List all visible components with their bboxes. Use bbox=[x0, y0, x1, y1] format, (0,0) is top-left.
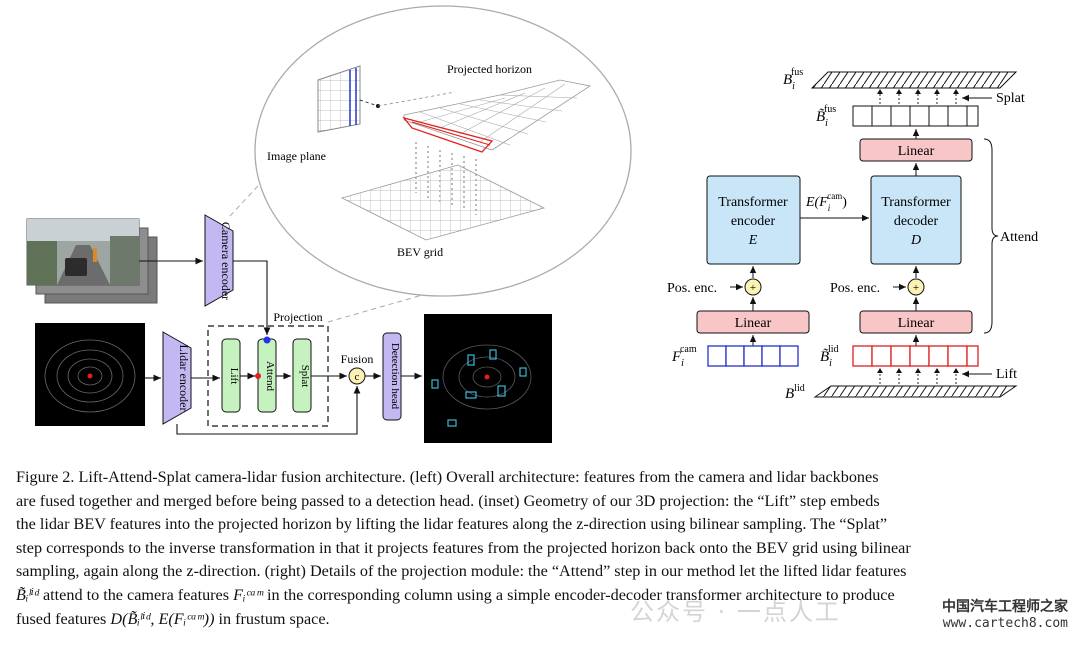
bev-grid bbox=[340, 164, 546, 241]
linear-left bbox=[696, 310, 810, 334]
lift-block-label: Lift bbox=[228, 368, 240, 385]
caption-line: Figure 2. Lift-Attend-Splat camera-lidar… bbox=[16, 468, 879, 486]
b-tilde-lid-label: B̃ilid bbox=[820, 344, 839, 369]
splat-block-label: Splat bbox=[299, 365, 311, 388]
splat-label: Splat bbox=[996, 91, 1025, 106]
linear-top bbox=[859, 138, 973, 162]
camera-images bbox=[26, 218, 158, 304]
left-connectors bbox=[139, 257, 422, 435]
watermark-url: www.cartech8.com bbox=[942, 616, 1068, 631]
inset-geometry: Projected horizon Image plane BEV grid bbox=[229, 5, 632, 323]
projection-module: Projection Lift Attend Splat bbox=[207, 310, 329, 427]
transformer-encoder bbox=[706, 175, 801, 265]
image-plane-label: Image plane bbox=[267, 149, 326, 163]
svg-text:c: c bbox=[355, 371, 360, 383]
b-lid-label: Blid bbox=[785, 383, 805, 402]
site-watermark: 中国汽车工程师之家 www.cartech8.com bbox=[942, 596, 1068, 631]
pos-enc-left-label: Pos. enc. bbox=[667, 281, 717, 296]
svg-text:+: + bbox=[750, 282, 756, 294]
b-lid-bar bbox=[813, 385, 1018, 398]
architecture-figure: Camera encoder Lidar encoder Projection … bbox=[26, 5, 1038, 443]
b-fus-bar bbox=[810, 71, 1018, 89]
caption-line: B̃ᵢˡⁱᵈ attend to the camera features Fᵢᶜ… bbox=[16, 585, 895, 604]
caption-line: fused features D(B̃ᵢˡⁱᵈ, E(Fᵢᶜᵃᵐ)) in fr… bbox=[16, 609, 330, 628]
b-tilde-fus-row bbox=[852, 105, 979, 127]
e-f-cam-label: E(Ficam) bbox=[805, 191, 847, 213]
detection-output bbox=[424, 314, 552, 443]
svg-text:encoder: encoder bbox=[731, 214, 776, 229]
svg-text:Linear: Linear bbox=[898, 144, 935, 159]
caption-line: the lidar BEV features into the projecte… bbox=[16, 515, 888, 534]
detection-head-label: Detection head bbox=[389, 343, 401, 410]
figure-caption: Figure 2. Lift-Attend-Splat camera-lidar… bbox=[16, 466, 1068, 631]
transformer-decoder bbox=[870, 175, 962, 265]
watermark-title: 中国汽车工程师之家 bbox=[942, 599, 1068, 615]
lift-label: Lift bbox=[996, 367, 1017, 382]
b-tilde-lid-row bbox=[852, 345, 979, 367]
projected-horizon-surface bbox=[402, 79, 592, 153]
lidar-encoder: Lidar encoder bbox=[162, 331, 192, 425]
svg-text:Transformer: Transformer bbox=[718, 195, 788, 210]
camera-encoder-label: Camera encoder bbox=[219, 222, 233, 300]
lidar-encoder-label: Lidar encoder bbox=[177, 345, 191, 412]
fusion-label: Fusion bbox=[341, 352, 374, 366]
f-cam-label: Ficam bbox=[671, 344, 697, 369]
svg-text:Linear: Linear bbox=[735, 316, 772, 331]
caption-line: are fused together and merged before bei… bbox=[16, 491, 880, 510]
pos-enc-right-label: Pos. enc. bbox=[830, 281, 880, 296]
svg-text:D: D bbox=[910, 233, 921, 248]
attend-brace bbox=[983, 138, 999, 334]
plus-left bbox=[744, 278, 762, 296]
projected-horizon-label: Projected horizon bbox=[447, 62, 532, 76]
camera-encoder: Camera encoder bbox=[204, 214, 234, 307]
svg-text:E: E bbox=[748, 233, 758, 248]
svg-text:+: + bbox=[913, 282, 919, 294]
svg-text:decoder: decoder bbox=[894, 214, 939, 229]
attend-label: Attend bbox=[1000, 230, 1038, 245]
b-fus-label: Bifus bbox=[783, 67, 803, 92]
attend-block-label: Attend bbox=[264, 361, 276, 391]
fusion-node: c Fusion bbox=[341, 352, 374, 385]
detection-head: Detection head bbox=[382, 332, 402, 421]
lidar-bev-input bbox=[35, 323, 145, 426]
linear-right bbox=[859, 310, 973, 334]
svg-text:Linear: Linear bbox=[898, 316, 935, 331]
projection-details: Bifus Splat B̃ifus Linear bbox=[667, 67, 1038, 402]
caption-line: sampling, again along the z-direction. (… bbox=[16, 562, 907, 581]
bev-grid-label: BEV grid bbox=[397, 245, 443, 259]
svg-text:Transformer: Transformer bbox=[881, 195, 951, 210]
plus-right bbox=[907, 278, 925, 296]
caption-line: step corresponds to the inverse transfor… bbox=[16, 538, 911, 557]
f-cam-row bbox=[707, 345, 799, 367]
projection-label: Projection bbox=[273, 310, 322, 324]
b-tilde-fus-label: B̃ifus bbox=[816, 104, 836, 129]
faint-watermark: 公众号 · 一点人工 bbox=[630, 598, 841, 626]
image-plane bbox=[317, 65, 361, 133]
